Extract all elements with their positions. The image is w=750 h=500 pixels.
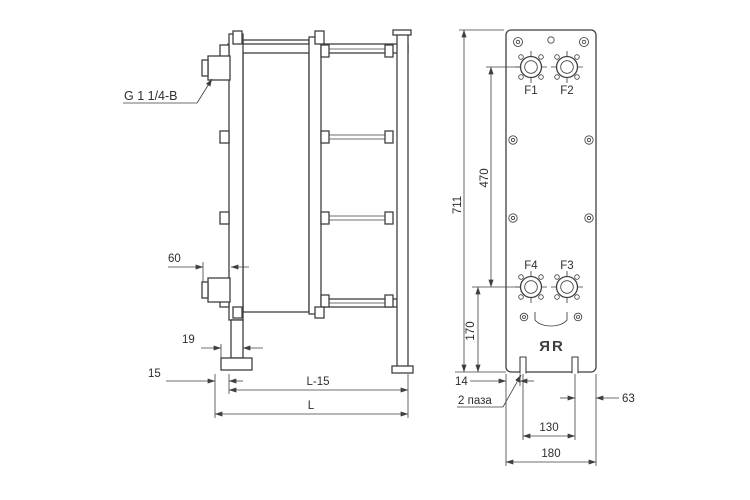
port-f3-label: F3 [560,260,573,272]
thread-leader-line [196,78,213,104]
dimension-170: 170 [465,286,481,373]
dim-711-text: 711 [452,196,464,214]
dimension-l-minus-15: L-15 [228,376,409,393]
column-cap [392,29,412,36]
nozzle-bottom [201,277,231,303]
bar-studs [232,30,325,319]
port-f4 [515,271,547,303]
manufacturer-logo-icon: R R [539,338,563,355]
front-extension-lines [505,374,597,466]
dim-19-text: 19 [182,334,195,346]
dimension-711: 711 [452,29,506,373]
port-f2-label: F2 [560,85,573,97]
column-base [391,365,414,374]
port-f4-label: F4 [524,260,538,272]
fixed-plate [228,33,244,321]
dim-180-text: 180 [541,448,560,460]
pressure-plate [308,36,322,315]
port-f3 [551,271,583,303]
tie-bolt-row-1 [219,44,394,58]
dimension-60: 60 [168,253,249,282]
tie-bolt-row-3 [219,211,394,225]
dimension-130: 130 [522,422,576,439]
port-f2 [551,51,583,83]
port-f1 [515,51,547,83]
bottom-cutout [534,312,568,327]
dimension-l: L [214,400,409,417]
slot-note-text: 2 паза [458,395,492,407]
dim-l15-text: L-15 [306,376,329,388]
dimension-19: 19 [182,334,263,358]
dim-130-text: 130 [539,422,558,434]
slot-note: 2 паза [457,374,522,408]
dimension-63: 63 [560,393,635,405]
dim-470-text: 470 [479,168,491,187]
svg-text:R: R [552,338,563,355]
side-view: G 1 1/4-B 60 19 15 L-15 [123,29,414,418]
dimension-180: 180 [505,448,597,465]
frame-bolts [508,36,594,322]
thread-label: G 1 1/4-B [124,89,178,103]
slot-right [571,356,579,374]
dim-14-text: 14 [455,376,468,388]
svg-text:R: R [539,338,550,355]
port-f1-label: F1 [524,85,537,97]
dim-60-text: 60 [168,253,181,265]
dimension-14: 14 [455,376,534,388]
lifting-hole [547,36,555,44]
dim-63-text: 63 [622,393,635,405]
dim-15-text: 15 [148,368,161,380]
dimension-470: 470 [472,66,520,288]
dim-170-text: 170 [465,321,477,340]
plate-pack [242,39,310,313]
tie-bolt-row-2 [219,130,394,144]
frame-plate [505,29,597,373]
nozzle-top [201,55,231,81]
support-column [396,33,409,373]
slot-left [519,356,527,374]
foot [220,319,253,371]
dim-l-text: L [308,400,315,412]
front-view: F1 F2 F4 F3 R R 711 470 170 [452,29,635,466]
dimension-15: 15 [148,368,243,384]
